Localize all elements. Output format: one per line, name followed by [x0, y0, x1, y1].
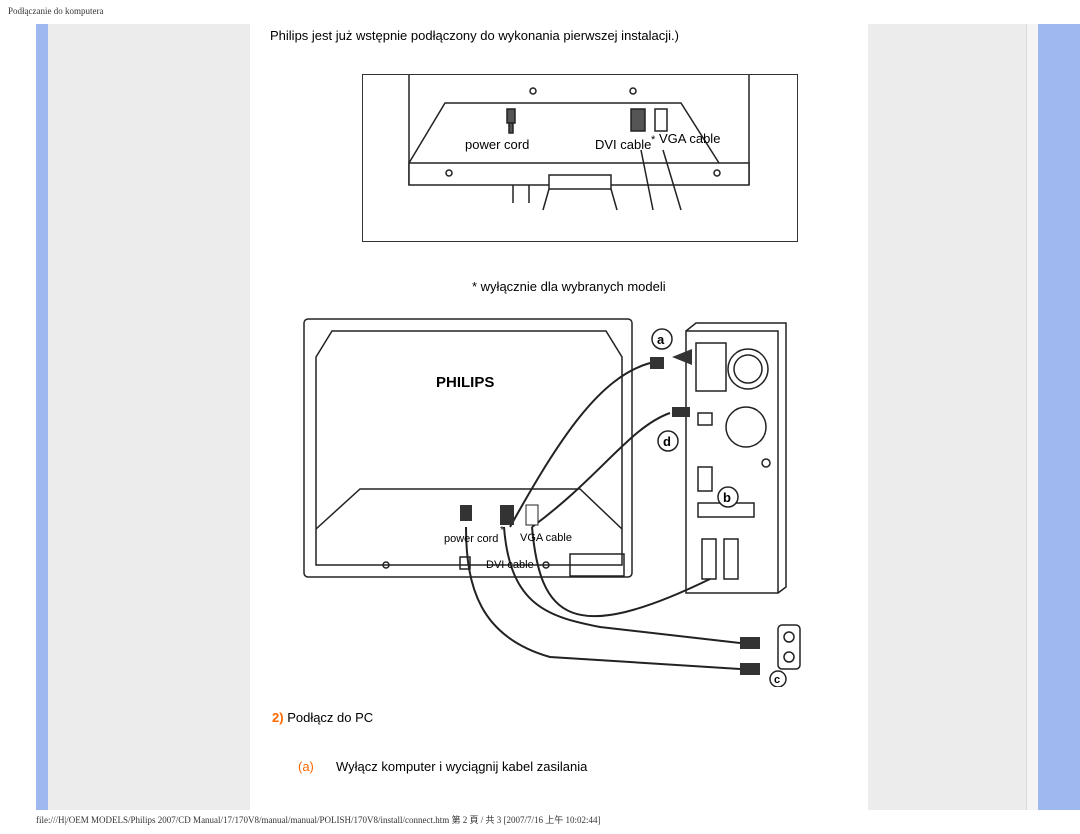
pc-connection-figure: a b c d PHILIPS power cord * VGA cable D… [300, 317, 810, 688]
fig1-dvi-cable-label: DVI cable [595, 137, 651, 152]
selected-models-note: * wyłącznie dla wybranych modeli [472, 279, 666, 294]
right-gray-panel [868, 24, 1026, 810]
fig2-power-cord-label: power cord [444, 533, 498, 545]
left-gray-panel [48, 24, 250, 810]
fig1-vga-cable-label: VGA cable [659, 131, 720, 146]
fig2-callout-a: a [657, 332, 665, 347]
step-2-text: Podłącz do PC [287, 710, 374, 725]
fig2-callout-b: b [723, 490, 731, 505]
fig2-dvi-cable-label: DVI cable [486, 559, 534, 571]
fig2-callout-d: d [663, 434, 671, 449]
left-blue-bar [36, 24, 48, 810]
fig2-asterisk: * [500, 525, 504, 536]
intro-text: Philips jest już wstępnie podłączony do … [270, 28, 679, 43]
page-header-title: Podłączanie do komputera [8, 6, 104, 16]
footer-file-path: file:///H|/OEM MODELS/Philips 2007/CD Ma… [36, 815, 601, 825]
fig2-callout-c: c [774, 674, 780, 686]
fig2-vga-cable-label: VGA cable [520, 532, 572, 544]
right-light-bar [1026, 24, 1039, 810]
monitor-connectors-figure: power cord DVI cable * VGA cable [362, 74, 798, 242]
fig1-asterisk: * [651, 134, 656, 146]
substep-a-letter: (a) [298, 759, 314, 774]
right-blue-bar [1038, 24, 1080, 810]
substep-a: (a) Wyłącz komputer i wyciągnij kabel zas… [298, 759, 587, 774]
fig1-power-cord-label: power cord [465, 137, 529, 152]
substep-a-text: Wyłącz komputer i wyciągnij kabel zasila… [336, 759, 588, 774]
fig2-brand-logo: PHILIPS [436, 374, 494, 391]
step-2: 2) Podłącz do PC [272, 710, 373, 725]
step-2-number: 2) [272, 710, 284, 725]
